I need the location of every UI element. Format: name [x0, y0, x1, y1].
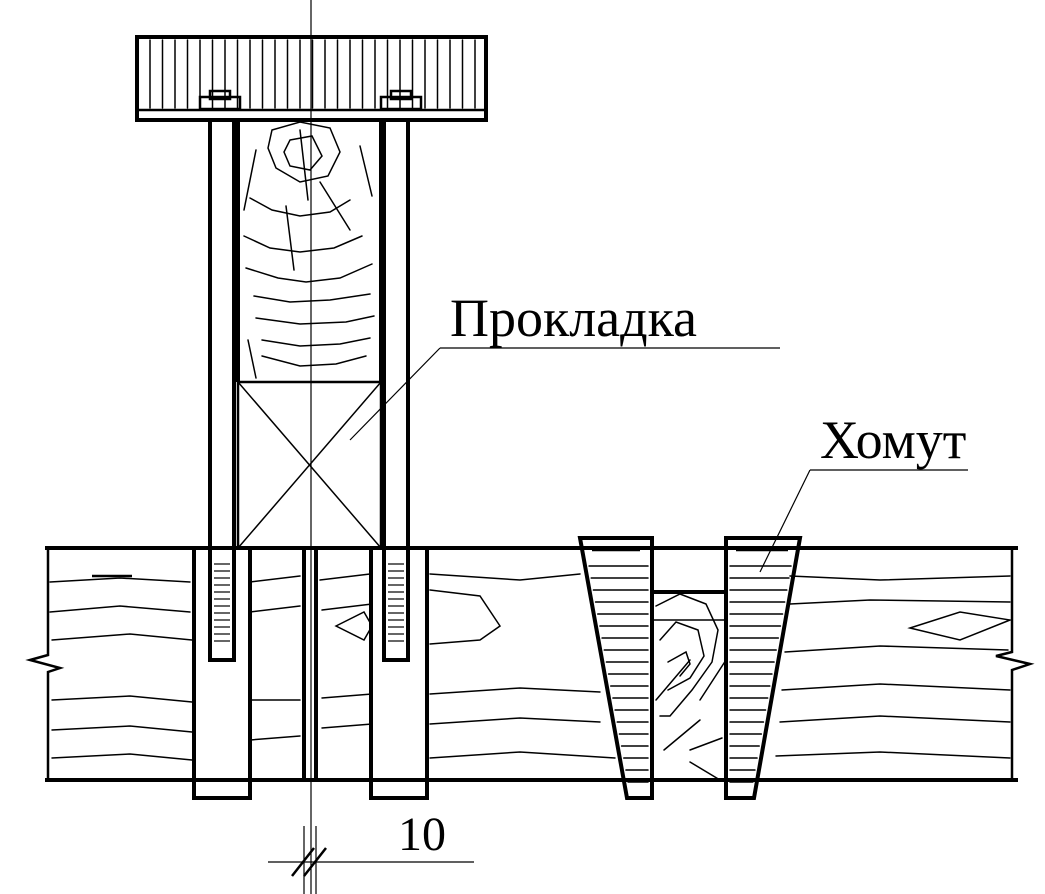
cap-plate-hatching	[149, 39, 476, 109]
spacer-callout: Прокладка	[349, 288, 780, 441]
thread-left	[214, 563, 230, 642]
spacer-label: Прокладка	[450, 288, 697, 348]
thread-right	[388, 563, 404, 642]
dimension-label: 10	[398, 808, 446, 861]
strap-right	[382, 118, 410, 662]
clamp-wedge-right	[724, 536, 803, 800]
clamped-end-grain	[651, 590, 727, 751]
cap-nut-left	[198, 89, 242, 111]
cap-nut-right	[379, 89, 423, 111]
clamp-wedge-left	[577, 536, 654, 800]
socket-right	[369, 546, 429, 800]
strap-left	[208, 118, 236, 662]
spacer-block	[236, 380, 383, 550]
post-end-grain	[236, 120, 383, 382]
clamp-callout: Хомут	[759, 410, 968, 573]
clamp-label: Хомут	[820, 410, 966, 470]
dimension-10: 10	[268, 808, 474, 877]
beam	[25, 546, 1035, 782]
socket-left	[192, 546, 318, 800]
